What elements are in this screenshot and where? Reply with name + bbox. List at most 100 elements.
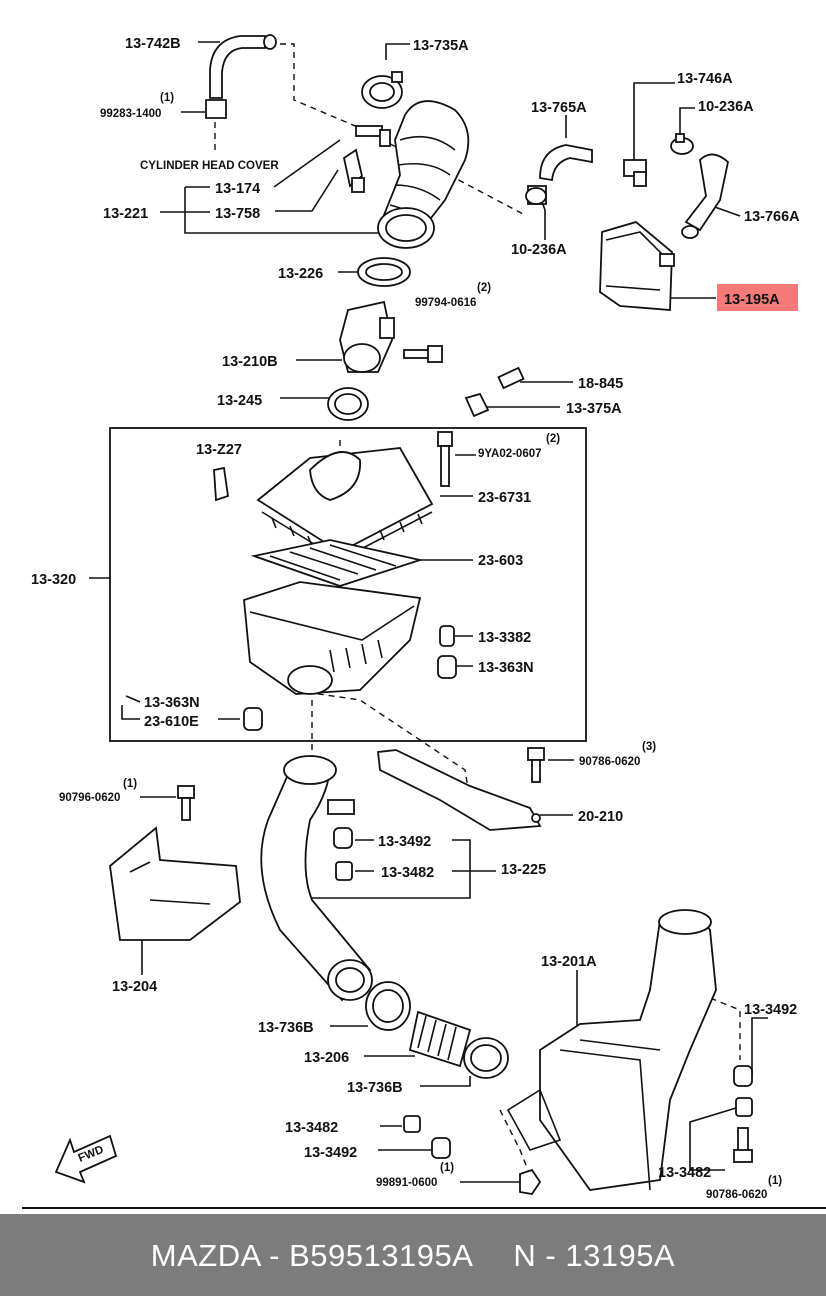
seal-13-245	[327, 387, 369, 421]
grommet-13-3482-right	[735, 1097, 753, 1117]
label-13-225: 13-225	[501, 862, 546, 878]
grommet-13-3482-a	[335, 861, 353, 881]
label-13-201a: 13-201A	[541, 954, 597, 970]
qty-90786-1: (1)	[768, 1175, 782, 1187]
label-99283-1400: 99283-1400	[100, 108, 161, 120]
sensor-18-845	[497, 366, 525, 390]
air-cleaner-cover-23-6731	[256, 447, 434, 561]
label-23-610e: 23-610E	[144, 714, 199, 730]
intake-bellows-13-221	[377, 100, 470, 249]
label-13-206: 13-206	[304, 1050, 349, 1066]
label-13-736b-a: 13-736B	[258, 1020, 314, 1036]
label-13-z27: 13-Z27	[196, 442, 242, 458]
label-90786-0620-3: 90786-0620	[579, 756, 640, 768]
clamp-13-736b-b	[463, 1037, 509, 1079]
grommet-13-3382	[439, 625, 455, 647]
hose-13-766a	[681, 153, 729, 239]
label-13-736b-b: 13-736B	[347, 1080, 403, 1096]
air-cleaner-assembly-frame	[109, 427, 587, 742]
bracket-20-210	[377, 749, 542, 831]
airflow-sensor-13-210b	[339, 300, 395, 373]
hose-13-206	[408, 1010, 472, 1068]
bracket-13-204	[109, 826, 241, 941]
air-intake-housing-13-201a	[506, 909, 717, 1191]
label-13-245: 13-245	[217, 393, 262, 409]
nut-99891-0600	[519, 1168, 542, 1195]
qty-99891: (1)	[440, 1162, 454, 1174]
label-13-195a: 13-195A	[724, 292, 780, 308]
label-13-3382: 13-3382	[478, 630, 531, 646]
label-13-174: 13-174	[215, 181, 260, 197]
clamp-13-735a	[361, 71, 403, 109]
label-99891-0600: 99891-0600	[376, 1177, 437, 1189]
label-13-320: 13-320	[31, 572, 76, 588]
footer-part-number: MAZDA - B59513195A	[150, 1238, 474, 1273]
fitting-13-174	[355, 125, 391, 147]
label-10-236a-mid: 10-236A	[511, 242, 567, 258]
forward-arrow-icon: FWD	[54, 1134, 118, 1184]
clamp-10-236a-top	[670, 133, 694, 155]
bolt-90796-0620	[177, 785, 195, 821]
label-13-3492-a: 13-3492	[378, 834, 431, 850]
intake-duct-13-225	[260, 755, 373, 1002]
label-10-236a-top: 10-236A	[698, 99, 754, 115]
label-23-6731: 23-6731	[478, 490, 531, 506]
grommet-13-363n-right	[437, 655, 457, 679]
highlight-13-195a	[717, 284, 798, 311]
grommet-13-3482-b	[403, 1115, 421, 1133]
part-labels: 13-742B 13-735A (1) 99283-1400 CYLINDER …	[31, 36, 800, 1201]
qty-90796: (1)	[123, 778, 137, 790]
footer-ref-number: N - 13195A	[513, 1238, 676, 1273]
clamp-13-226	[357, 257, 411, 287]
clamp-10-236a-mid	[525, 187, 547, 205]
air-cleaner-case-lower	[243, 581, 422, 695]
bolt-90786-0620-3	[527, 747, 545, 783]
footer-bar	[0, 1214, 826, 1296]
clamp-13-736b-a	[365, 981, 411, 1031]
footer-caption: MAZDA - B59513195A N - 13195A	[0, 1238, 826, 1274]
label-9ya02-0607: 9YA02-0607	[478, 448, 542, 460]
exploded-diagram: FWD 13-742B 13-735A (1) 99283-1400 CYLIN…	[22, 34, 826, 1209]
grommet-13-363n-left	[243, 707, 263, 731]
label-13-3482-b: 13-3482	[285, 1120, 338, 1136]
label-99794-0616: 99794-0616	[415, 297, 476, 309]
bolt-99794-0616	[403, 345, 443, 363]
bolt-9ya02-0607	[437, 431, 453, 487]
breather-hose-13-742b	[205, 34, 277, 119]
label-cylinder-head-cover: CYLINDER HEAD COVER	[140, 160, 279, 172]
label-90796-0620: 90796-0620	[59, 792, 120, 804]
label-13-766a: 13-766A	[744, 209, 800, 225]
bolt-90786-0620-1	[733, 1127, 753, 1163]
label-13-765a: 13-765A	[531, 100, 587, 116]
label-13-363n-left: 13-363N	[144, 695, 200, 711]
label-13-363n-right: 13-363N	[478, 660, 534, 676]
label-13-3492-b: 13-3492	[304, 1145, 357, 1161]
label-13-210b: 13-210B	[222, 354, 278, 370]
label-13-204: 13-204	[112, 979, 157, 995]
label-13-3482-right: 13-3482	[658, 1165, 711, 1181]
grommet-13-3492-b	[431, 1137, 451, 1159]
label-13-3482-a: 13-3482	[381, 865, 434, 881]
label-13-758: 13-758	[215, 206, 260, 222]
clip-13-375a	[464, 392, 490, 418]
label-13-226: 13-226	[278, 266, 323, 282]
grommet-13-3492-right	[733, 1065, 753, 1087]
filter-element-23-603	[250, 539, 424, 587]
label-13-3492-right: 13-3492	[744, 1002, 797, 1018]
plug-13-746a	[623, 159, 647, 187]
label-13-735a: 13-735A	[413, 38, 469, 54]
label-23-603: 23-603	[478, 553, 523, 569]
label-13-221: 13-221	[103, 206, 148, 222]
label-20-210: 20-210	[578, 809, 623, 825]
qty-99794: (2)	[477, 282, 491, 294]
label-13-375a: 13-375A	[566, 401, 622, 417]
label-13-746a: 13-746A	[677, 71, 733, 87]
qty-99283: (1)	[160, 92, 174, 104]
qty-90786-3: (3)	[642, 741, 656, 753]
resonator-13-195a	[599, 221, 675, 311]
label-18-845: 18-845	[578, 376, 623, 392]
label-13-742b: 13-742B	[125, 36, 181, 52]
label-90786-0620-1: 90786-0620	[706, 1189, 767, 1201]
grommet-13-3492-a	[333, 827, 353, 849]
